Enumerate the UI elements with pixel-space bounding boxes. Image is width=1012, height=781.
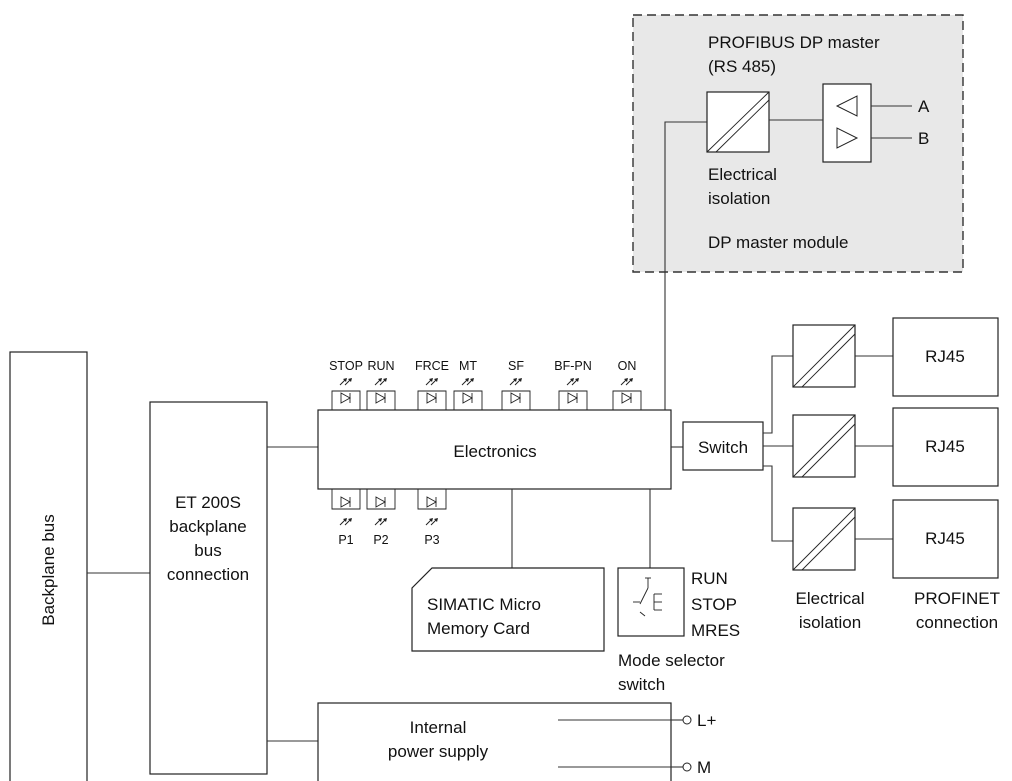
backplane-bus-box: Backplane bus xyxy=(9,351,88,781)
status-led-label: MT xyxy=(459,359,477,373)
isolation-box-3 xyxy=(792,507,856,571)
mode-mres-label: MRES xyxy=(691,621,740,640)
rs485-driver-box xyxy=(822,83,872,163)
lplus-terminal-label: L+ xyxy=(697,711,716,730)
led-diode-icon xyxy=(340,496,351,508)
rj45-port-1: RJ45 xyxy=(892,317,999,397)
isolation-box-1 xyxy=(792,324,856,388)
isolation-box-2 xyxy=(792,414,856,478)
rj45-label-2: RJ45 xyxy=(925,437,965,456)
port-led-p1: P1 xyxy=(331,489,361,547)
et200s-label-4: connection xyxy=(167,565,249,584)
rj45-port-3: RJ45 xyxy=(892,499,999,579)
status-led-label: RUN xyxy=(367,359,394,373)
port-led-label: P1 xyxy=(338,533,353,547)
led-diode-icon xyxy=(375,496,386,508)
output-a-label: A xyxy=(918,97,930,116)
port-led-label: P3 xyxy=(424,533,439,547)
m-terminal-label: M xyxy=(697,758,711,777)
power-supply-label-1: Internal xyxy=(410,718,467,737)
status-led-stop: STOP xyxy=(329,359,363,410)
memory-card: SIMATIC Micro Memory Card xyxy=(411,567,605,652)
ethernet-switch-box: Switch xyxy=(682,421,764,471)
isolation-caption-1: Electrical xyxy=(796,589,865,608)
rj45-label-3: RJ45 xyxy=(925,529,965,548)
et200s-label-2: backplane xyxy=(169,517,247,536)
led-diode-icon xyxy=(567,392,578,404)
led-diode-icon xyxy=(462,392,473,404)
mode-selector-switch: RUN STOP MRES Mode selector switch xyxy=(617,567,740,694)
dp-master-title: PROFIBUS DP master xyxy=(708,33,880,52)
rj45-port-2: RJ45 xyxy=(892,407,999,487)
status-led-label: ON xyxy=(618,359,637,373)
output-b-label: B xyxy=(918,129,929,148)
et200s-label-3: bus xyxy=(194,541,221,560)
led-diode-icon xyxy=(510,392,521,404)
mode-stop-label: STOP xyxy=(691,595,737,614)
switch-label: Switch xyxy=(698,438,748,457)
status-led-bf-pn: BF-PN xyxy=(554,359,592,410)
status-led-mt: MT xyxy=(453,359,483,410)
port-led-label: P2 xyxy=(373,533,388,547)
port-led-p3: P3 xyxy=(417,489,447,547)
profinet-caption-1: PROFINET xyxy=(914,589,1000,608)
profinet-caption-2: connection xyxy=(916,613,998,632)
led-diode-icon xyxy=(340,392,351,404)
memory-card-label-2: Memory Card xyxy=(427,619,530,638)
power-supply-label-2: power supply xyxy=(388,742,489,761)
mode-selector-caption-1: Mode selector xyxy=(618,651,725,670)
lplus-terminal-icon xyxy=(682,715,692,725)
status-led-frce: FRCE xyxy=(415,359,449,410)
status-led-on: ON xyxy=(612,359,642,410)
led-diode-icon xyxy=(426,392,437,404)
status-led-run: RUN xyxy=(366,359,396,410)
dp-master-subtitle: (RS 485) xyxy=(708,57,776,76)
power-supply-box: Internal power supply xyxy=(317,702,672,781)
led-diode-icon xyxy=(375,392,386,404)
switch-symbol-icon xyxy=(633,577,662,617)
mode-run-label: RUN xyxy=(691,569,728,588)
electronics-box: Electronics xyxy=(317,409,672,490)
et200s-connection-box: ET 200S backplane bus connection xyxy=(149,401,268,775)
status-leds-top: STOP RUN FRCE MT SF BF-PN ON xyxy=(329,359,642,410)
status-led-label: BF-PN xyxy=(554,359,592,373)
backplane-bus-label: Backplane bus xyxy=(39,514,58,626)
port-led-p2: P2 xyxy=(366,489,396,547)
et200s-label-1: ET 200S xyxy=(175,493,241,512)
status-led-sf: SF xyxy=(501,359,531,410)
m-terminal-icon xyxy=(682,762,692,772)
port-leds-bottom: P1 P2 P3 xyxy=(331,489,447,547)
rj45-label-1: RJ45 xyxy=(925,347,965,366)
mode-selector-caption-2: switch xyxy=(618,675,665,694)
status-led-label: STOP xyxy=(329,359,363,373)
electronics-label: Electronics xyxy=(453,442,536,461)
led-diode-icon xyxy=(621,392,632,404)
led-diode-icon xyxy=(426,496,437,508)
isolation-caption-2: isolation xyxy=(799,613,861,632)
memory-card-label-1: SIMATIC Micro xyxy=(427,595,541,614)
dp-isolation-label-2: isolation xyxy=(708,189,770,208)
status-led-label: SF xyxy=(508,359,524,373)
dp-isolation-label: Electrical xyxy=(708,165,777,184)
dp-module-label: DP master module xyxy=(708,233,848,252)
dp-master-module: PROFIBUS DP master (RS 485) A B Electric… xyxy=(632,14,964,273)
status-led-label: FRCE xyxy=(415,359,449,373)
